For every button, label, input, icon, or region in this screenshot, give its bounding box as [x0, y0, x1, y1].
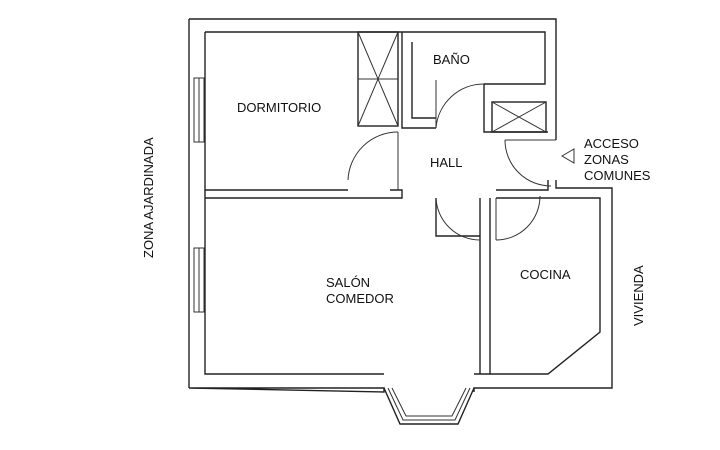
room-label-dormitorio: DORMITORIO [237, 100, 321, 115]
room-label-salon: SALÓN [326, 275, 370, 290]
access-label-line2: ZONAS [584, 152, 629, 167]
room-label-bano: BAÑO [433, 52, 470, 67]
outer-walls [188, 18, 613, 393]
room-label-comedor: COMEDOR [326, 291, 394, 306]
doors [347, 80, 556, 241]
windows-left [193, 77, 205, 313]
interior-walls [204, 180, 601, 375]
surrounding-label-right: VIVIENDA [631, 265, 646, 326]
bathroom [401, 32, 548, 133]
access-label-line3: COMUNES [584, 168, 651, 183]
room-label-hall: HALL [430, 155, 463, 170]
surrounding-label-left: ZONA AJARDINADA [141, 137, 156, 258]
bay-window [383, 387, 475, 425]
room-label-cocina: COCINA [520, 267, 571, 282]
closet [357, 31, 399, 127]
access-arrow-icon [561, 148, 575, 164]
access-label-line1: ACCESO [584, 136, 639, 151]
